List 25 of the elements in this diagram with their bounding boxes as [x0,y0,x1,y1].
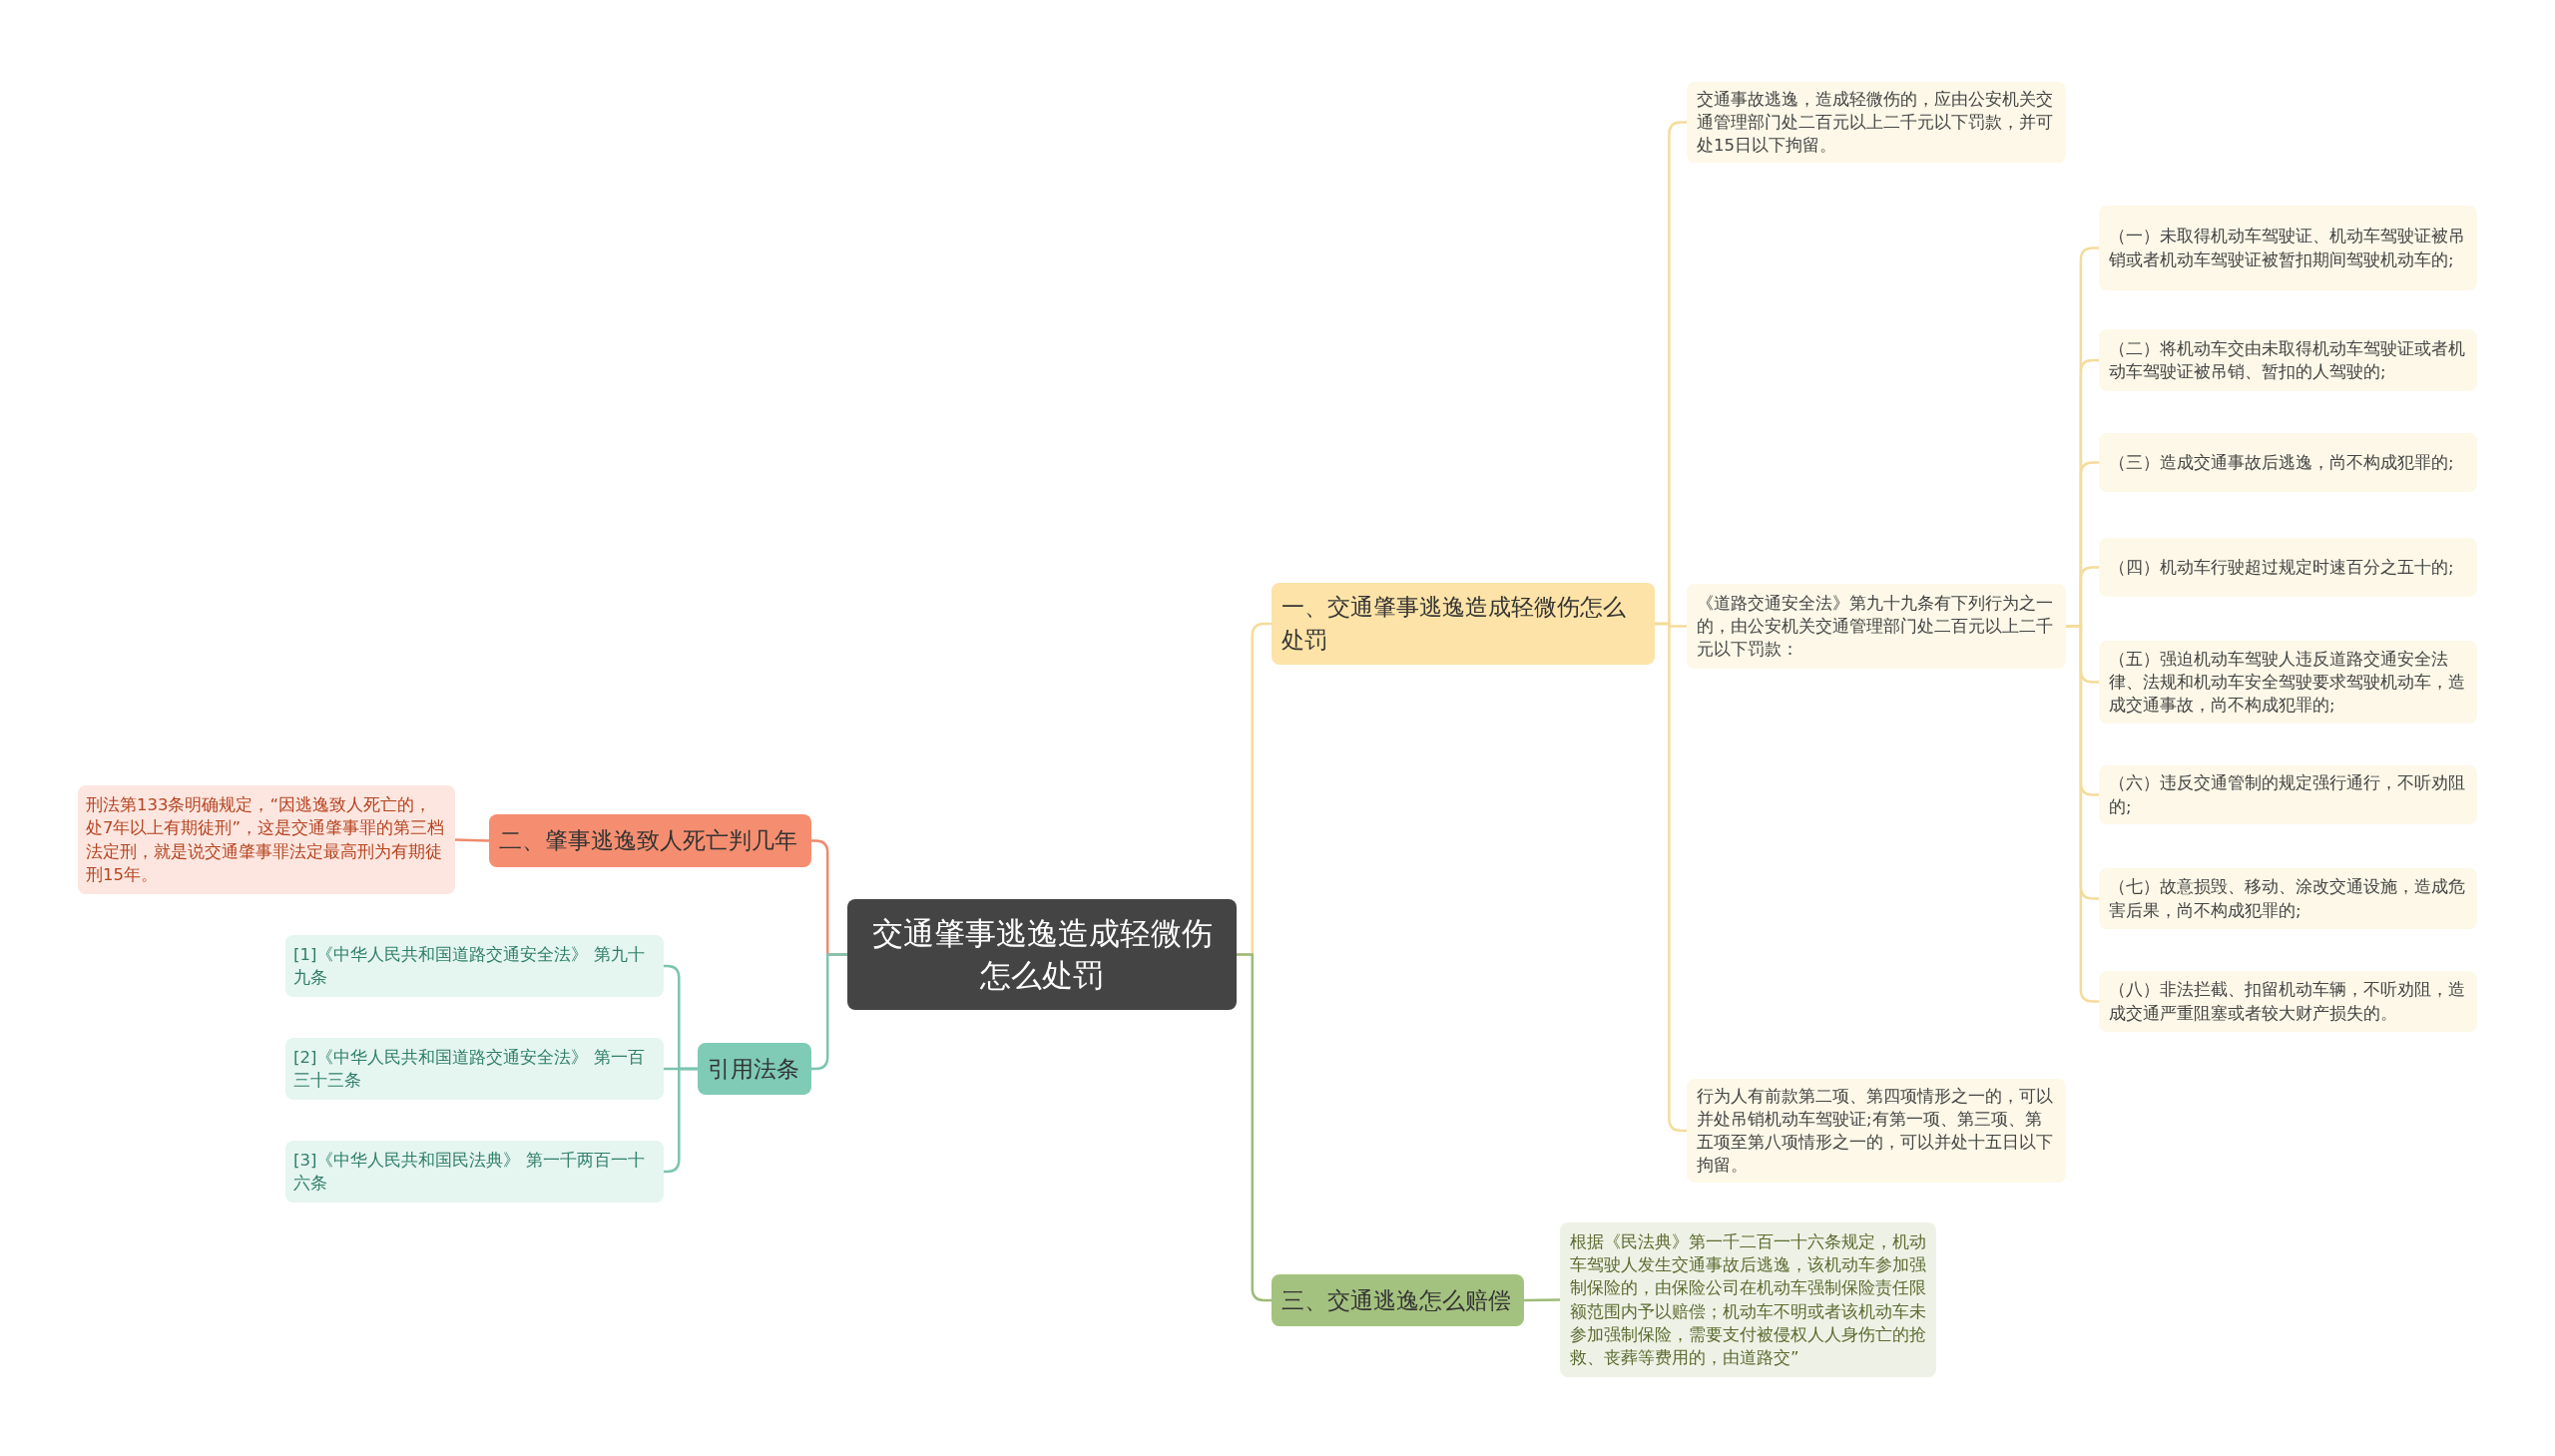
text-card: （二）将机动车交由未取得机动车驾驶证或者机动车驾驶证被吊销、暂扣的人驾驶的; [2099,329,2477,391]
text-card: [1]《中华人民共和国道路交通安全法》 第九十九条 [285,935,664,997]
root-topic-box: 交通肇事逃逸造成轻微伤怎么处罚 [847,899,1237,1010]
text-card: （五）强迫机动车驾驶人违反道路交通安全法律、法规和机动车安全驾驶要求驾驶机动车，造成交通事故，尚不构成犯罪的; [2099,641,2477,724]
connector-line [1237,953,1272,1302]
text-card: （七）故意损毁、移动、涂改交通设施，造成危害后果，尚不构成犯罪的; [2099,868,2477,929]
text-card: （八）非法拦截、扣留机动车辆，不听劝阻，造成交通严重阻塞或者较大财产损失的。 [2099,971,2477,1032]
branch-topic-box: 引用法条 [698,1043,811,1095]
text-card: 根据《民法典》第一千二百一十六条规定，机动车驾驶人发生交通事故后逃逸，该机动车参加强制保险的，由保险公司在机动车强制保险责任限额范围内予以赔偿；机动车不明或者该机动车未参加强制保险，需要支付被侵权人人身伤亡的抢救、丧葬等费用的，由道路交” [1560,1222,1936,1377]
branch-topic-box: 二、肇事逃逸致人死亡判几年 [489,814,811,867]
text-card: [2]《中华人民共和国道路交通安全法》 第一百三十三条 [285,1038,664,1100]
connector-line [2066,625,2099,1003]
text-card: （一）未取得机动车驾驶证、机动车驾驶证被吊销或者机动车驾驶证被暂扣期间驾驶机动车的; [2099,206,2477,290]
text-card: 行为人有前款第二项、第四项情形之一的，可以并处吊销机动车驾驶证;有第一项、第三项、第五项至第八项情形之一的，可以并处十五日以下拘留。 [1687,1079,2066,1184]
text-card: 交通事故逃逸，造成轻微伤的，应由公安机关交通管理部门处二百元以上二千元以下罚款，并可处15日以下拘留。 [1687,82,2066,164]
text-card: [3]《中华人民共和国民法典》 第一千两百一十六条 [285,1141,664,1203]
text-card: （四）机动车行驶超过规定时速百分之五十的; [2099,538,2477,597]
branch-topic-box: 三、交通逃逸怎么赔偿 [1272,1274,1524,1326]
connector-line [1524,1298,1560,1302]
text-card: 刑法第133条明确规定，“因逃逸致人死亡的，处7年以上有期徒刑”，这是交通肇事罪的第三档法定刑，就是说交通肇事罪法定最高刑为有期徒刑15年。 [78,785,455,894]
connector-line [454,838,490,842]
text-card: （三）造成交通事故后逃逸，尚不构成犯罪的; [2099,433,2477,492]
text-card: （六）违反交通管制的规定强行通行，不听劝阻的; [2099,765,2477,824]
branch-topic-box: 一、交通肇事逃逸造成轻微伤怎么处罚 [1272,583,1655,665]
text-card: 《道路交通安全法》第九十九条有下列行为之一的，由公安机关交通管理部门处二百元以上二千元以下罚款： [1687,584,2066,669]
